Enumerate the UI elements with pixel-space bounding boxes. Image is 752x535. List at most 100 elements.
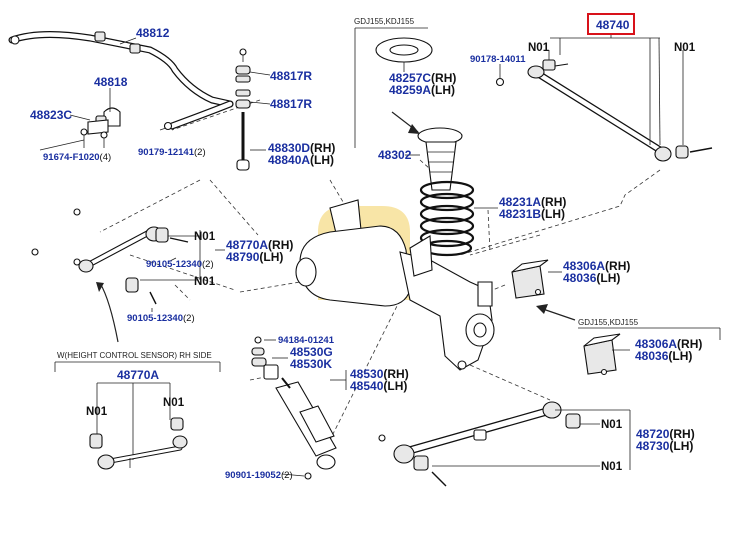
label-90105-a[interactable]: 90105-12340(2)	[146, 259, 214, 270]
label-90901-number: 90901-19052	[225, 470, 281, 481]
height-sensor-inset	[54, 361, 221, 470]
label-48036-top[interactable]: 48036(LH)	[563, 271, 620, 285]
label-90105-b-qty: (2)	[183, 313, 195, 324]
label-48306a-top-side: (RH)	[605, 259, 630, 273]
label-48790-number: 48790	[226, 250, 260, 264]
label-90105-b-number: 90105-12340	[127, 313, 183, 324]
label-48720-side: (RH)	[669, 427, 694, 441]
label-48530g[interactable]: 48530G	[290, 345, 333, 359]
rear-axle-housing	[295, 199, 495, 371]
label-94184[interactable]: 94184-01241	[278, 335, 335, 346]
label-48770a-top-number: 48770A	[226, 238, 268, 252]
note-n01-lateral-upper: N01	[194, 231, 216, 243]
label-48306a-top[interactable]: 48306A(RH)	[563, 259, 630, 273]
lateral-rod-arrow	[99, 282, 119, 343]
label-48231a[interactable]: 48231A(RH)	[499, 195, 566, 209]
label-90105-a-qty: (2)	[202, 259, 214, 270]
label-48812[interactable]: 48812	[136, 26, 170, 40]
label-90105-b[interactable]: 90105-12340(2)	[127, 313, 195, 324]
label-48231b-side: (LH)	[541, 207, 565, 221]
label-48840a-number: 48840A	[268, 153, 310, 167]
bump-stopper-arrow	[539, 307, 576, 321]
bump-stopper-arrow-head	[536, 304, 548, 314]
note-n01-lateral-lower: N01	[194, 276, 216, 288]
label-48306a-bot[interactable]: 48306A(RH)	[635, 337, 702, 351]
label-90105-a-number: 90105-12340	[146, 259, 202, 270]
label-90901-qty: (2)	[281, 470, 293, 481]
note-n01-sensor-right: N01	[163, 397, 185, 409]
label-48036-bot-side: (LH)	[668, 349, 692, 363]
label-48740[interactable]: 48740	[596, 18, 630, 32]
label-90901[interactable]: 90901-19052(2)	[225, 470, 293, 481]
label-90179-number: 90179-12141	[138, 147, 195, 158]
label-48730[interactable]: 48730(LH)	[636, 439, 693, 453]
coil-spring	[419, 180, 475, 257]
note-n01-lower-arm-upper: N01	[601, 419, 623, 431]
label-48530-side: (RH)	[383, 367, 408, 381]
note-n01-upper-arm-right: N01	[674, 42, 696, 54]
label-48231a-number: 48231A	[499, 195, 541, 209]
label-48540-side: (LH)	[383, 379, 407, 393]
note-gdj-mid: GDJ155,KDJ155	[578, 318, 639, 327]
bump-stopper-bracket-top	[511, 259, 549, 299]
label-48540[interactable]: 48540(LH)	[350, 379, 407, 393]
spring-arrow-head	[408, 124, 420, 134]
label-48259a-side: (LH)	[431, 83, 455, 97]
label-48231b[interactable]: 48231B(LH)	[499, 207, 565, 221]
label-48790-side: (LH)	[259, 250, 283, 264]
label-48830d-number: 48830D	[268, 141, 310, 155]
stabilizer-bar	[8, 30, 234, 130]
stabilizer-link	[235, 48, 251, 171]
label-90178[interactable]: 90178-14011	[470, 54, 526, 65]
label-48730-number: 48730	[636, 439, 670, 453]
label-48530[interactable]: 48530(RH)	[350, 367, 409, 381]
label-48817r-lower[interactable]: 48817R	[270, 97, 312, 111]
label-48259a[interactable]: 48259A(LH)	[389, 83, 455, 97]
label-48257c[interactable]: 48257C(RH)	[389, 71, 456, 85]
spring-upper-insulator	[375, 37, 433, 63]
label-48302[interactable]: 48302	[378, 148, 412, 162]
label-48830d[interactable]: 48830D(RH)	[268, 141, 335, 155]
label-48823c[interactable]: 48823C	[30, 108, 72, 122]
label-48720[interactable]: 48720(RH)	[636, 427, 695, 441]
lateral-control-rod	[31, 208, 189, 305]
label-48720-number: 48720	[636, 427, 670, 441]
lateral-rod-arrow-head	[96, 282, 104, 292]
label-48818[interactable]: 48818	[94, 75, 128, 89]
note-gdj-top: GDJ155,KDJ155	[354, 17, 415, 26]
label-48306a-bot-side: (RH)	[677, 337, 702, 351]
label-48257c-side: (RH)	[431, 71, 456, 85]
note-n01-upper-arm-left: N01	[528, 42, 550, 54]
label-48257c-number: 48257C	[389, 71, 431, 85]
label-48817r-upper[interactable]: 48817R	[270, 69, 312, 83]
label-48306a-top-number: 48306A	[563, 259, 605, 273]
label-48840a[interactable]: 48840A(LH)	[268, 153, 334, 167]
label-48770a-bottom[interactable]: 48770A	[117, 368, 159, 382]
label-48036-bot-number: 48036	[635, 349, 669, 363]
bump-stopper	[417, 127, 463, 191]
label-91674-qty: (4)	[100, 152, 112, 163]
label-48530k[interactable]: 48530K	[290, 357, 332, 371]
note-n01-sensor-left: N01	[86, 406, 108, 418]
label-48036-top-side: (LH)	[596, 271, 620, 285]
label-48770a-top-side: (RH)	[268, 238, 293, 252]
label-48036-top-number: 48036	[563, 271, 597, 285]
label-48790[interactable]: 48790(LH)	[226, 250, 283, 264]
label-48231b-number: 48231B	[499, 207, 541, 221]
label-48540-number: 48540	[350, 379, 384, 393]
label-90179[interactable]: 90179-12141(2)	[138, 147, 206, 158]
note-height-sensor: W(HEIGHT CONTROL SENSOR) RH SIDE	[57, 351, 212, 360]
lower-control-arm	[378, 401, 581, 487]
label-48306a-bot-number: 48306A	[635, 337, 677, 351]
label-48830d-side: (RH)	[310, 141, 335, 155]
label-48840a-side: (LH)	[310, 153, 334, 167]
label-48770a-top[interactable]: 48770A(RH)	[226, 238, 293, 252]
highlight-box-48740	[587, 13, 635, 35]
upper-control-arm-48740	[495, 59, 713, 162]
label-48036-bot[interactable]: 48036(LH)	[635, 349, 692, 363]
label-91674-number: 91674-F1020	[43, 152, 100, 163]
note-n01-lower-arm-lower: N01	[601, 461, 623, 473]
label-91674[interactable]: 91674-F1020(4)	[43, 152, 111, 163]
label-48530-number: 48530	[350, 367, 384, 381]
